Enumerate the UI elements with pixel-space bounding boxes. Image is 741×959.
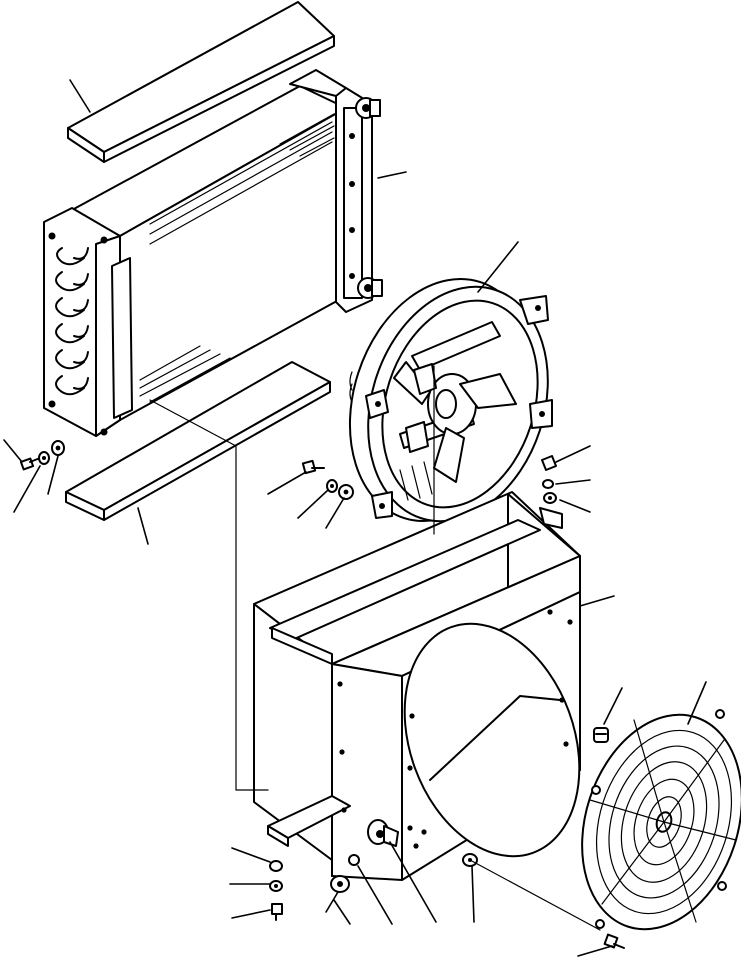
top-foam-pad — [67, 1, 335, 163]
callout-leader — [13, 465, 41, 513]
condenser-core — [43, 69, 383, 437]
callout-leader — [389, 841, 437, 923]
callout-leader — [579, 595, 615, 607]
outlet-fitting — [357, 277, 383, 299]
plug — [593, 727, 609, 743]
callout-leader — [471, 865, 475, 923]
callout-leader — [47, 455, 59, 495]
callout-leader — [297, 489, 329, 519]
callout-leader — [555, 479, 591, 485]
alignment-lines — [149, 365, 601, 931]
callout-leader — [325, 497, 345, 529]
bottom-foam-pad — [65, 361, 331, 521]
fan-guard — [581, 709, 741, 931]
callout-leader — [231, 909, 271, 919]
return-bends — [55, 247, 89, 396]
callout-leader — [377, 171, 407, 179]
callout-leader — [603, 687, 623, 725]
bolt — [19, 457, 41, 471]
fan-housing — [253, 491, 581, 881]
callout-leaders — [3, 79, 707, 957]
fan-assembly — [348, 277, 553, 523]
callout-leader — [325, 891, 339, 913]
callout-leader — [357, 865, 393, 925]
callout-leader — [231, 847, 271, 863]
inlet-fitting — [355, 97, 381, 119]
callout-leader — [3, 439, 23, 463]
callout-leader — [687, 681, 707, 725]
callout-leader — [477, 241, 519, 293]
bolt — [301, 459, 325, 475]
callout-leader — [267, 471, 307, 495]
callout-leader — [559, 499, 591, 513]
callout-leader — [333, 899, 351, 925]
callout-leader — [69, 79, 91, 113]
callout-leader — [577, 945, 613, 957]
callout-leader — [555, 445, 591, 463]
callout-leader — [137, 507, 149, 545]
hardware — [19, 440, 625, 949]
guard-screw — [603, 933, 625, 949]
sensor-fitting — [367, 819, 399, 847]
